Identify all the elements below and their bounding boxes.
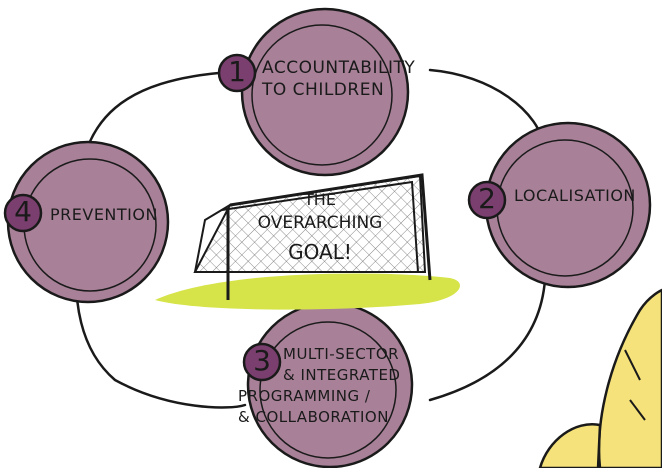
node-1-number: 1 [228, 55, 246, 88]
node-3-label-line: PROGRAMMING / [238, 387, 371, 405]
node-3-label: MULTI-SECTOR & INTEGRATED PROGRAMMING / & C… [238, 344, 400, 428]
node-3-badge [242, 342, 282, 382]
node-3-label-line: MULTI-SECTOR [283, 345, 400, 363]
connector-loop [74, 68, 549, 409]
node-3-label-line: & COLLABORATION [238, 408, 389, 426]
node-1-bubble [240, 7, 410, 177]
node-4-label: PREVENTION [50, 205, 158, 224]
node-3-bubble [246, 301, 414, 468]
character-illustration [538, 288, 662, 468]
goal-net-icon [155, 173, 460, 310]
goal-line-1: THE [304, 190, 336, 209]
node-1-badge [217, 53, 257, 93]
node-4-number: 4 [14, 195, 32, 228]
node-2-number: 2 [478, 182, 496, 215]
node-1-label: ACCOUNTABILITY TO CHILDREN [262, 58, 416, 100]
node-4-badge [3, 193, 43, 233]
goal-line-3: GOAL! [288, 240, 352, 264]
node-4-bubble [6, 140, 170, 304]
node-2-badge [467, 180, 507, 220]
node-2-label: LOCALISATION [514, 186, 636, 205]
goal-line-2: OVERARCHING [257, 213, 383, 233]
node-3-label-line: & INTEGRATED [283, 366, 401, 384]
node-3-number: 3 [253, 344, 271, 377]
